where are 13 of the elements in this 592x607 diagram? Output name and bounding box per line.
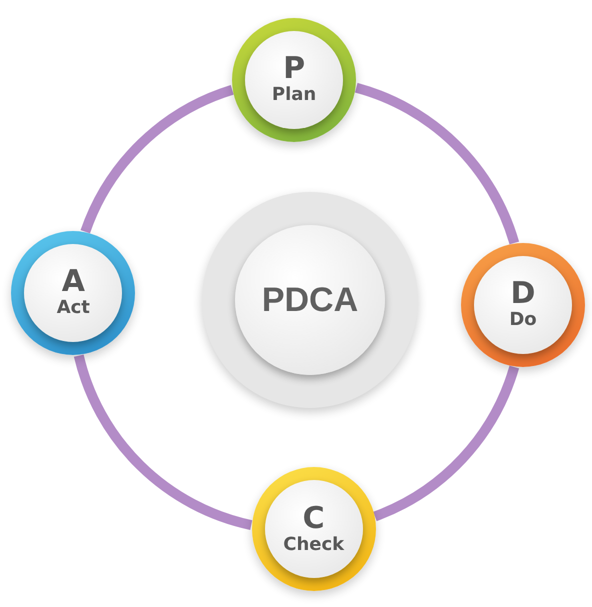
step-letter: D (510, 279, 536, 310)
step-letter: P (283, 54, 306, 84)
step-name: Act (56, 297, 90, 320)
step-name: Check (283, 534, 344, 556)
step-name: Plan (272, 84, 316, 106)
step-letter: C (302, 504, 325, 534)
ring-connector (372, 365, 519, 522)
ring-connector (354, 82, 519, 245)
step-letter: A (62, 267, 85, 298)
step-name: Do (509, 309, 537, 331)
ring-connector (74, 354, 253, 530)
cycle-title: PDCA (262, 280, 358, 320)
ring-connector (80, 85, 234, 234)
